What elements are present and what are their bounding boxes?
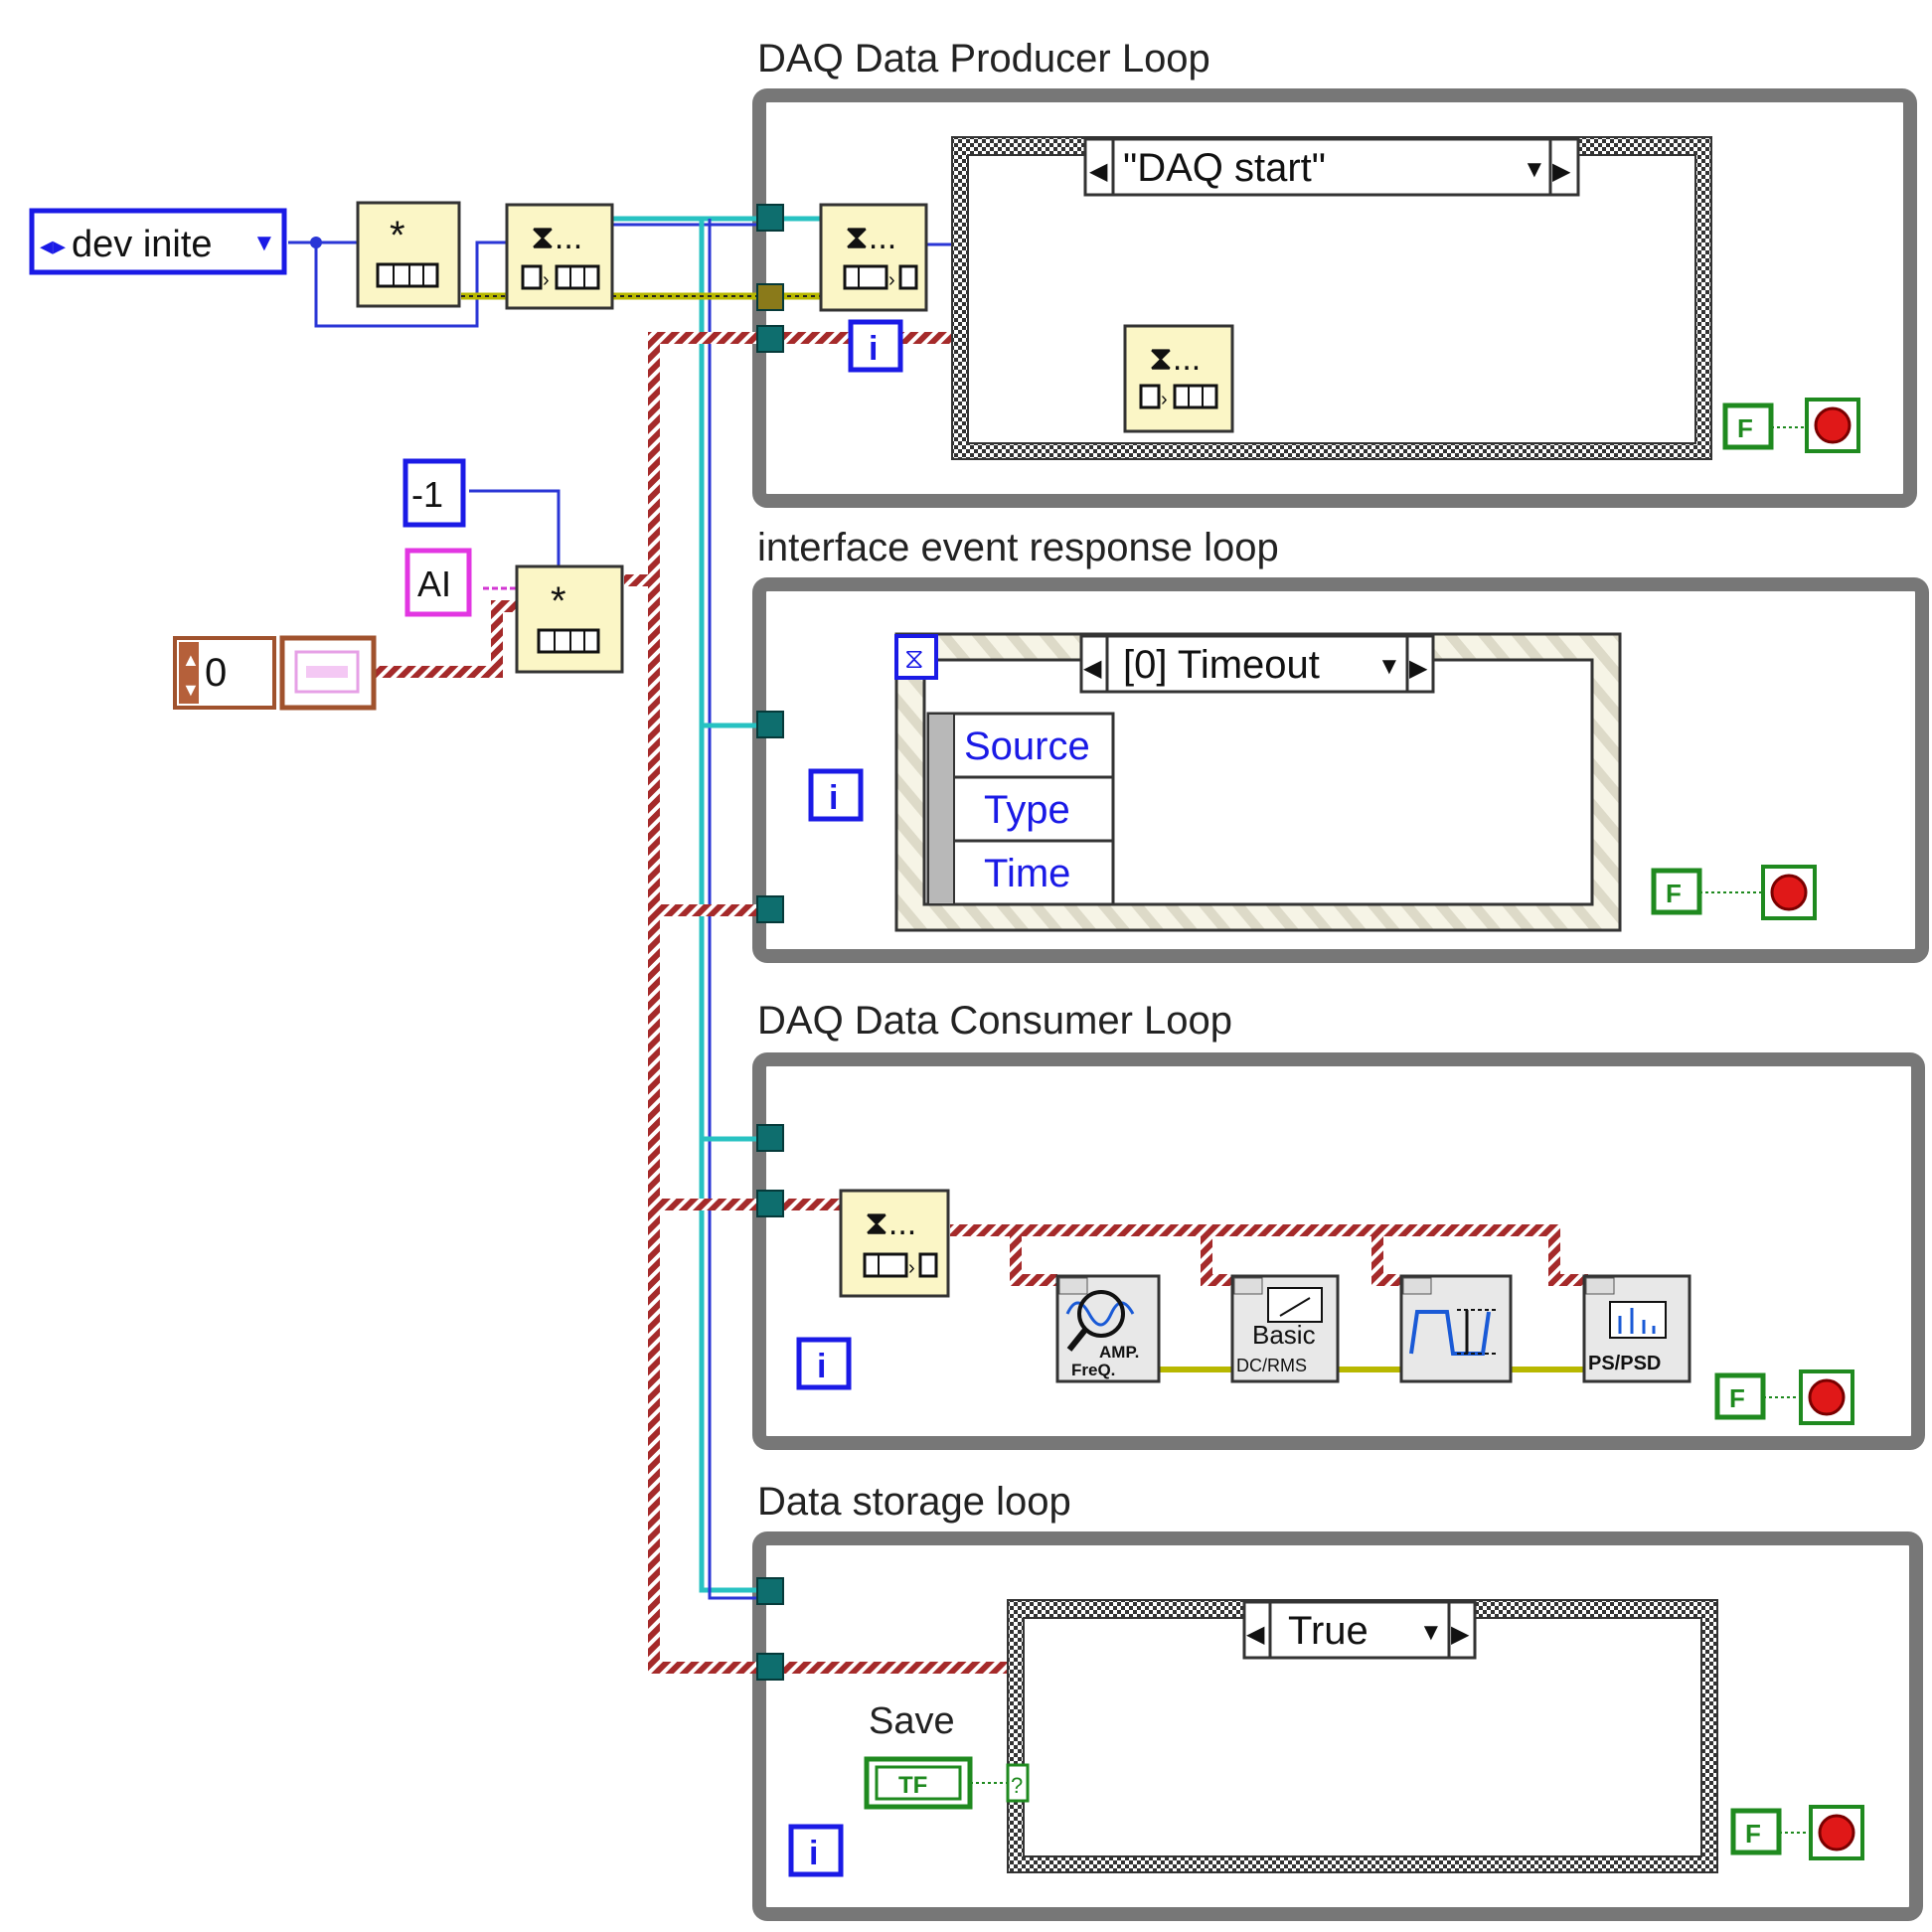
obtain-queue-node-2[interactable]: *: [515, 564, 624, 674]
producer-case-label: "DAQ start": [1123, 146, 1326, 190]
event-timeout-terminal: ⧖: [894, 634, 938, 680]
save-control[interactable]: TF: [864, 1756, 973, 1810]
svg-text:›: ›: [908, 1257, 915, 1279]
svg-text:◀: ◀: [1089, 158, 1108, 185]
express-basic-line2: DC/RMS: [1236, 1356, 1307, 1375]
express-basic-line1: Basic: [1252, 1320, 1316, 1350]
event-loop-index: i: [808, 768, 864, 822]
svg-text:▶: ▶: [1552, 158, 1571, 185]
producer-stop-terminal[interactable]: [1805, 398, 1860, 453]
svg-text:?: ?: [1011, 1773, 1023, 1798]
svg-text:i: i: [809, 1835, 818, 1872]
storage-loop: [752, 1531, 1923, 1921]
minus-one-constant[interactable]: -1: [402, 458, 466, 528]
express-amp-line2: FreQ.: [1071, 1361, 1115, 1379]
storage-stop-constant[interactable]: F: [1730, 1808, 1782, 1855]
dequeue-node-1[interactable]: ⧗... ›: [819, 203, 928, 312]
svg-text:▼: ▼: [1523, 156, 1546, 183]
svg-text:i: i: [869, 330, 878, 368]
storage-case-label: True: [1288, 1609, 1368, 1653]
svg-text:›: ›: [543, 269, 550, 291]
enqueue-2-glyph: ⧗...: [1149, 340, 1201, 378]
svg-text:F: F: [1737, 413, 1753, 443]
svg-text:⧖: ⧖: [904, 643, 924, 674]
minus-one-label: -1: [411, 474, 443, 515]
cluster-wires: [374, 332, 1588, 1674]
producer-stop-constant[interactable]: F: [1722, 402, 1774, 450]
svg-text:▼: ▼: [252, 230, 276, 256]
svg-text:›: ›: [888, 269, 895, 291]
svg-text:▶: ▶: [1409, 655, 1428, 682]
consumer-loop: [752, 1052, 1925, 1450]
ai-string-label: AI: [417, 564, 451, 604]
queue-wires: [288, 216, 954, 1600]
svg-text:▼: ▼: [1419, 1619, 1443, 1646]
save-control-text: TF: [898, 1772, 927, 1799]
svg-text:◀: ◀: [1246, 1621, 1265, 1648]
obtain-queue-node-1[interactable]: *: [356, 201, 461, 308]
svg-text:◀: ◀: [1083, 655, 1102, 682]
event-stop-terminal[interactable]: [1761, 865, 1817, 920]
dequeue-1-glyph: ⧗...: [845, 219, 896, 256]
event-case-label: [0] Timeout: [1123, 643, 1320, 687]
express-amp-freq[interactable]: AMP. FreQ.: [1055, 1274, 1161, 1383]
producer-case-selector[interactable]: ◀ ▶ "DAQ start" ▼: [1083, 137, 1580, 197]
event-loop-title: interface event response loop: [757, 526, 1279, 569]
obtain-queue-1-glyph: *: [390, 214, 405, 257]
storage-case-selector[interactable]: ◀ ▶ True ▼: [1242, 1600, 1477, 1660]
consumer-loop-title: DAQ Data Consumer Loop: [757, 999, 1232, 1043]
svg-text:›: ›: [1161, 389, 1168, 410]
svg-text:i: i: [817, 1348, 826, 1385]
consumer-stop-constant[interactable]: F: [1714, 1372, 1766, 1420]
svg-text:F: F: [1745, 1819, 1761, 1849]
event-stop-constant[interactable]: F: [1651, 868, 1702, 915]
dequeue-2-glyph: ⧗...: [865, 1205, 916, 1242]
svg-text:F: F: [1666, 879, 1682, 908]
svg-text:F: F: [1729, 1383, 1745, 1413]
event-data-node: Source Type Time: [926, 712, 1115, 906]
storage-selector-terminal: ?: [1006, 1763, 1030, 1803]
svg-text:◂▸: ◂▸: [40, 231, 66, 260]
storage-loop-title: Data storage loop: [757, 1480, 1071, 1524]
dev-enum-label: dev inite: [72, 224, 213, 265]
svg-text:▼: ▼: [182, 680, 200, 700]
consumer-stop-terminal[interactable]: [1799, 1369, 1854, 1425]
event-case-selector[interactable]: ◀ ▶ [0] Timeout ▼: [1079, 634, 1435, 694]
storage-stop-terminal[interactable]: [1809, 1805, 1864, 1860]
svg-text:▶: ▶: [1451, 1621, 1470, 1648]
express-amp-line1: AMP.: [1099, 1343, 1139, 1362]
enqueue-1-glyph: ⧗...: [531, 219, 582, 256]
express-basic-dc-rms[interactable]: Basic DC/RMS: [1230, 1274, 1340, 1383]
save-control-label: Save: [869, 1700, 955, 1742]
event-data-source: Source: [964, 724, 1090, 768]
ai-string-constant[interactable]: AI: [404, 548, 472, 617]
svg-text:i: i: [829, 779, 838, 817]
numeric-constant[interactable]: ▲ ▼ 0: [173, 636, 276, 710]
numeric-value: 0: [205, 651, 227, 695]
event-data-time: Time: [984, 852, 1070, 895]
event-data-type: Type: [984, 788, 1070, 832]
event-loop: [752, 577, 1929, 963]
storage-loop-index: i: [788, 1824, 844, 1877]
express-psd-label: PS/PSD: [1588, 1353, 1661, 1374]
producer-loop-title: DAQ Data Producer Loop: [757, 37, 1210, 80]
dev-enum-constant[interactable]: ◂▸ dev inite ▼: [29, 208, 287, 275]
express-amplitude-levels[interactable]: [1399, 1274, 1513, 1383]
dequeue-node-2[interactable]: ⧗... ›: [839, 1189, 950, 1298]
svg-text:▼: ▼: [1377, 653, 1401, 680]
enqueue-node-1[interactable]: ⧗... ›: [505, 203, 614, 310]
obtain-queue-2-glyph: *: [551, 579, 566, 623]
consumer-loop-index: i: [796, 1337, 852, 1390]
express-ps-psd[interactable]: PS/PSD: [1582, 1274, 1691, 1383]
cluster-constant[interactable]: [279, 635, 377, 711]
producer-loop-index: i: [848, 319, 903, 373]
enqueue-node-2[interactable]: ⧗... ›: [1123, 324, 1234, 433]
svg-text:▲: ▲: [182, 650, 200, 670]
